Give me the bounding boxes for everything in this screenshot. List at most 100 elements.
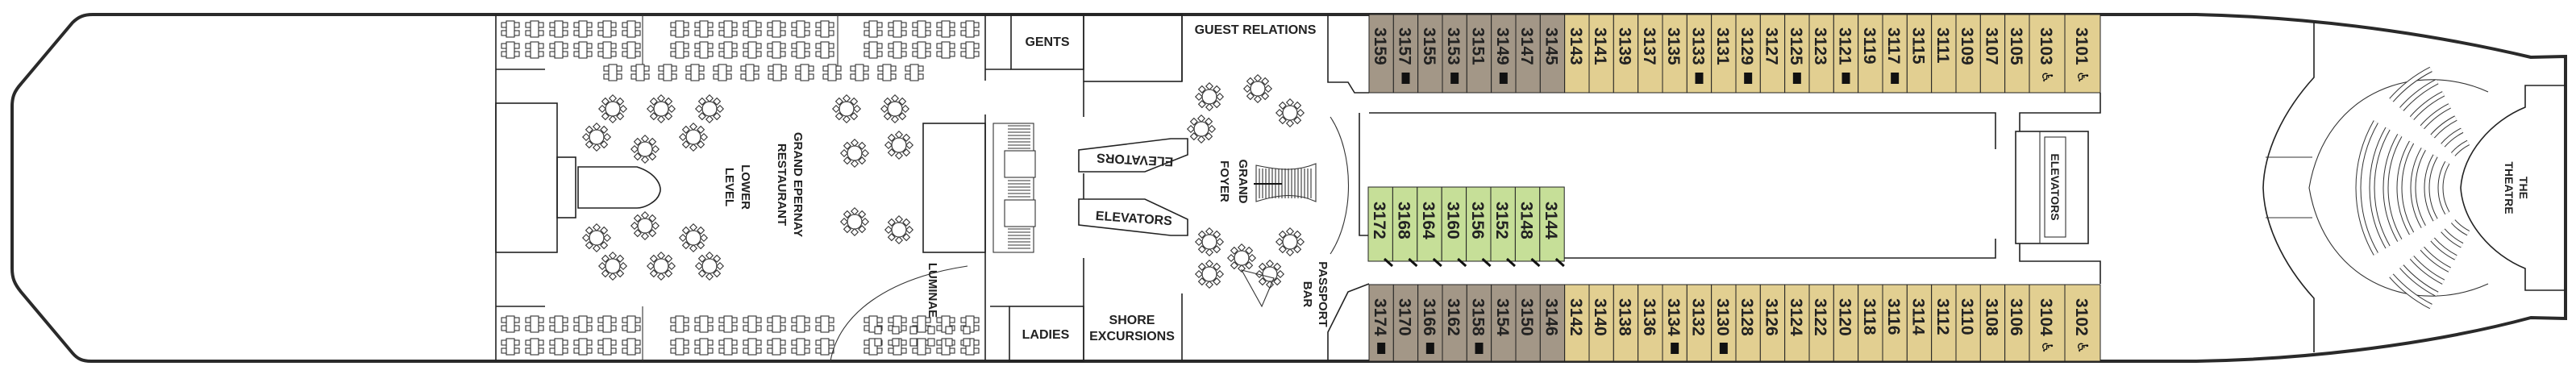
cabin-3143[interactable]: 3143 xyxy=(1564,14,1590,94)
cabin-block[interactable] xyxy=(1367,186,1393,262)
cabin-3122[interactable]: 3122 xyxy=(1808,284,1834,362)
cabin-block[interactable] xyxy=(1808,14,1834,94)
cabin-3142[interactable]: 3142 xyxy=(1564,284,1590,362)
cabin-3155[interactable]: 3155 xyxy=(1417,14,1443,94)
cabin-3136[interactable]: 3136 xyxy=(1638,284,1663,362)
cabin-block[interactable] xyxy=(1613,284,1639,362)
cabin-3103[interactable]: 3103♿ xyxy=(2029,14,2066,94)
cabin-block[interactable] xyxy=(1931,14,1957,94)
cabin-3134[interactable]: 3134 xyxy=(1662,284,1688,362)
cabin-block[interactable] xyxy=(1417,186,1442,262)
cabin-3137[interactable]: 3137 xyxy=(1638,14,1663,94)
cabin-block[interactable] xyxy=(1392,186,1418,262)
cabin-3172[interactable]: 3172 xyxy=(1367,186,1394,268)
cabin-3115[interactable]: 3115 xyxy=(1906,14,1933,94)
cabin-3135[interactable]: 3135 xyxy=(1662,14,1688,94)
cabin-block[interactable] xyxy=(1711,14,1737,94)
cabin-block[interactable] xyxy=(1686,284,1712,362)
cabin-3162[interactable]: 3162 xyxy=(1442,284,1467,362)
cabin-3131[interactable]: 3131 xyxy=(1711,14,1737,94)
cabin-block[interactable] xyxy=(1759,284,1786,362)
cabin-block[interactable] xyxy=(1564,14,1590,94)
cabin-block[interactable] xyxy=(2029,14,2066,94)
cabin-block[interactable] xyxy=(1931,284,1957,362)
cabin-3139[interactable]: 3139 xyxy=(1613,14,1639,94)
cabin-block[interactable] xyxy=(1515,284,1541,362)
cabin-block[interactable] xyxy=(1858,14,1883,94)
cabin-3101[interactable]: 3101♿ xyxy=(2064,14,2101,94)
cabin-block[interactable] xyxy=(1539,14,1566,94)
cabin-block[interactable] xyxy=(1368,14,1394,94)
cabin-block[interactable] xyxy=(1613,14,1639,94)
cabin-3148[interactable]: 3148 xyxy=(1514,186,1541,268)
cabin-block[interactable] xyxy=(1906,14,1933,94)
cabin-3159[interactable]: 3159 xyxy=(1368,14,1394,94)
cabin-block[interactable] xyxy=(2064,14,2101,94)
cabin-block[interactable] xyxy=(1392,284,1419,362)
cabin-3174[interactable]: 3174 xyxy=(1368,284,1394,362)
cabin-3102[interactable]: 3102♿ xyxy=(2064,284,2101,362)
cabin-3120[interactable]: 3120 xyxy=(1833,284,1859,362)
cabin-block[interactable] xyxy=(1638,284,1663,362)
cabin-3132[interactable]: 3132 xyxy=(1686,284,1712,362)
cabin-block[interactable] xyxy=(1833,284,1859,362)
cabin-3117[interactable]: 3117 xyxy=(1882,14,1908,94)
cabin-3112[interactable]: 3112 xyxy=(1931,284,1957,362)
cabin-block[interactable] xyxy=(2064,284,2101,362)
cabin-3147[interactable]: 3147 xyxy=(1515,14,1541,94)
cabin-3150[interactable]: 3150 xyxy=(1515,284,1541,362)
cabin-block[interactable] xyxy=(1588,284,1614,362)
cabin-3124[interactable]: 3124 xyxy=(1784,284,1810,362)
cabin-3160[interactable]: 3160 xyxy=(1441,186,1467,268)
cabin-3109[interactable]: 3109 xyxy=(1955,14,1981,94)
cabin-3108[interactable]: 3108 xyxy=(1979,284,2006,362)
cabin-3130[interactable]: 3130 xyxy=(1711,284,1737,362)
cabin-3170[interactable]: 3170 xyxy=(1392,284,1419,362)
cabin-block[interactable] xyxy=(1490,186,1516,262)
cabin-3158[interactable]: 3158 xyxy=(1466,284,1492,362)
cabin-block[interactable] xyxy=(1662,14,1688,94)
cabin-block[interactable] xyxy=(1955,284,1981,362)
cabin-3164[interactable]: 3164 xyxy=(1417,186,1442,268)
cabin-block[interactable] xyxy=(1759,14,1786,94)
cabin-block[interactable] xyxy=(2029,284,2066,362)
cabin-3118[interactable]: 3118 xyxy=(1858,284,1883,362)
cabin-3128[interactable]: 3128 xyxy=(1735,284,1761,362)
cabin-3104[interactable]: 3104♿ xyxy=(2029,284,2066,362)
cabin-3146[interactable]: 3146 xyxy=(1539,284,1566,362)
cabin-3123[interactable]: 3123 xyxy=(1808,14,1834,94)
cabin-3151[interactable]: 3151 xyxy=(1466,14,1492,94)
cabin-3152[interactable]: 3152 xyxy=(1490,186,1517,268)
cabin-3140[interactable]: 3140 xyxy=(1588,284,1614,362)
cabin-3121[interactable]: 3121 xyxy=(1833,14,1859,94)
cabin-3168[interactable]: 3168 xyxy=(1392,186,1418,268)
cabin-block[interactable] xyxy=(1442,284,1467,362)
cabin-3149[interactable]: 3149 xyxy=(1491,14,1517,94)
cabin-block[interactable] xyxy=(1442,14,1467,94)
cabin-block[interactable] xyxy=(1539,284,1566,362)
cabin-block[interactable] xyxy=(2004,284,2030,362)
cabin-3105[interactable]: 3105 xyxy=(2004,14,2030,94)
cabin-3114[interactable]: 3114 xyxy=(1906,284,1933,362)
cabin-3166[interactable]: 3166 xyxy=(1417,284,1443,362)
cabin-3141[interactable]: 3141 xyxy=(1588,14,1614,94)
cabin-3138[interactable]: 3138 xyxy=(1613,284,1639,362)
cabin-block[interactable] xyxy=(1882,284,1908,362)
cabin-3145[interactable]: 3145 xyxy=(1539,14,1566,94)
cabin-3106[interactable]: 3106 xyxy=(2004,284,2030,362)
cabin-3119[interactable]: 3119 xyxy=(1858,14,1883,94)
cabin-block[interactable] xyxy=(2004,14,2030,94)
cabin-3107[interactable]: 3107 xyxy=(1979,14,2006,94)
cabin-3111[interactable]: 3111 xyxy=(1931,14,1957,94)
cabin-3154[interactable]: 3154 xyxy=(1491,284,1517,362)
cabin-block[interactable] xyxy=(1539,186,1565,262)
cabin-3129[interactable]: 3129 xyxy=(1735,14,1761,94)
cabin-3110[interactable]: 3110 xyxy=(1955,284,1981,362)
cabin-3125[interactable]: 3125 xyxy=(1784,14,1810,94)
cabin-block[interactable] xyxy=(1588,14,1614,94)
cabin-block[interactable] xyxy=(1491,284,1517,362)
cabin-block[interactable] xyxy=(1955,14,1981,94)
cabin-block[interactable] xyxy=(1466,186,1492,262)
cabin-block[interactable] xyxy=(1515,14,1541,94)
cabin-3116[interactable]: 3116 xyxy=(1882,284,1908,362)
